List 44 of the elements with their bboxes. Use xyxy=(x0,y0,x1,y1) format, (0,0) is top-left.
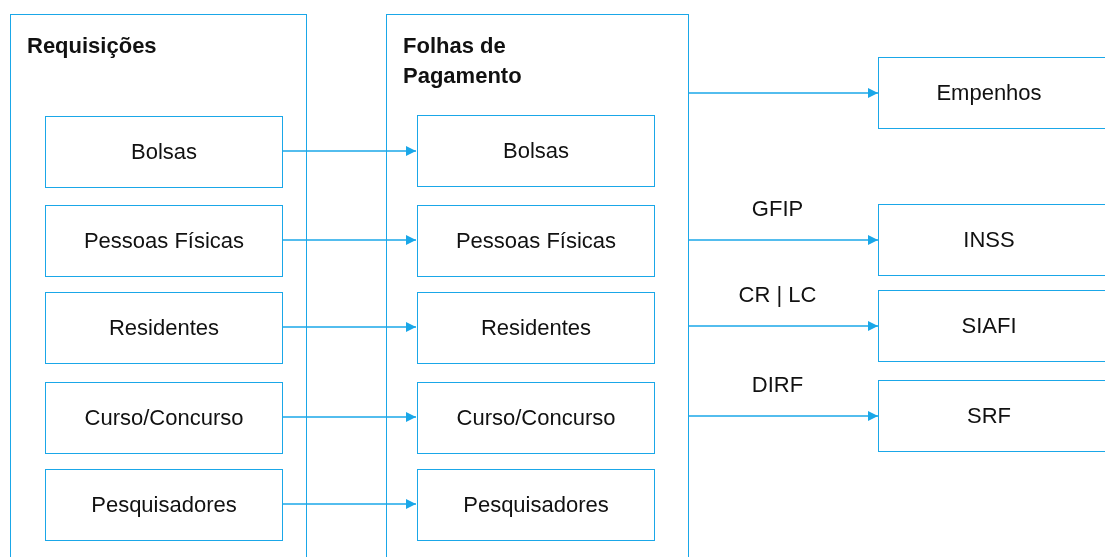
arrow xyxy=(281,412,417,422)
box-label: Empenhos xyxy=(936,78,1042,107)
process-box xyxy=(878,380,1105,452)
process-box xyxy=(417,382,655,454)
box-label: Pessoas Físicas xyxy=(83,226,245,255)
arrow xyxy=(281,235,417,245)
box-label: SIAFI xyxy=(961,311,1017,340)
process-box xyxy=(45,382,283,454)
box-label: Curso/Concurso xyxy=(84,403,244,432)
process-box xyxy=(417,205,655,277)
group-heading: Requisições xyxy=(27,32,158,60)
arrow xyxy=(281,322,417,332)
box-label: Residentes xyxy=(108,313,220,342)
box-label: Residentes xyxy=(480,313,592,342)
box-label: SRF xyxy=(967,401,1011,430)
arrow xyxy=(281,146,417,156)
group-box xyxy=(386,14,689,557)
group-box xyxy=(10,14,307,557)
arrow xyxy=(688,235,879,245)
box-label: INSS xyxy=(963,225,1015,254)
arrow xyxy=(688,411,879,421)
process-box xyxy=(45,205,283,277)
process-box xyxy=(417,469,655,541)
process-box xyxy=(45,292,283,364)
edge-label: DIRF xyxy=(751,372,804,398)
edge-label: CR | LC xyxy=(738,282,817,308)
arrow xyxy=(281,499,417,509)
box-label: Curso/Concurso xyxy=(456,403,616,432)
box-label: Pesquisadores xyxy=(463,490,609,519)
process-box xyxy=(878,57,1105,129)
process-box xyxy=(878,204,1105,276)
arrow xyxy=(688,88,879,98)
box-label: Pessoas Físicas xyxy=(455,226,617,255)
box-label: Pesquisadores xyxy=(91,490,237,519)
process-box xyxy=(417,292,655,364)
process-box xyxy=(45,116,283,188)
edge-label: GFIP xyxy=(751,196,804,222)
process-box xyxy=(45,469,283,541)
box-label: Bolsas xyxy=(130,137,197,166)
group-heading: Folhas de Pagamento xyxy=(403,32,523,90)
process-box xyxy=(417,115,655,187)
box-label: Bolsas xyxy=(502,136,569,165)
arrow xyxy=(688,321,879,331)
process-box xyxy=(878,290,1105,362)
